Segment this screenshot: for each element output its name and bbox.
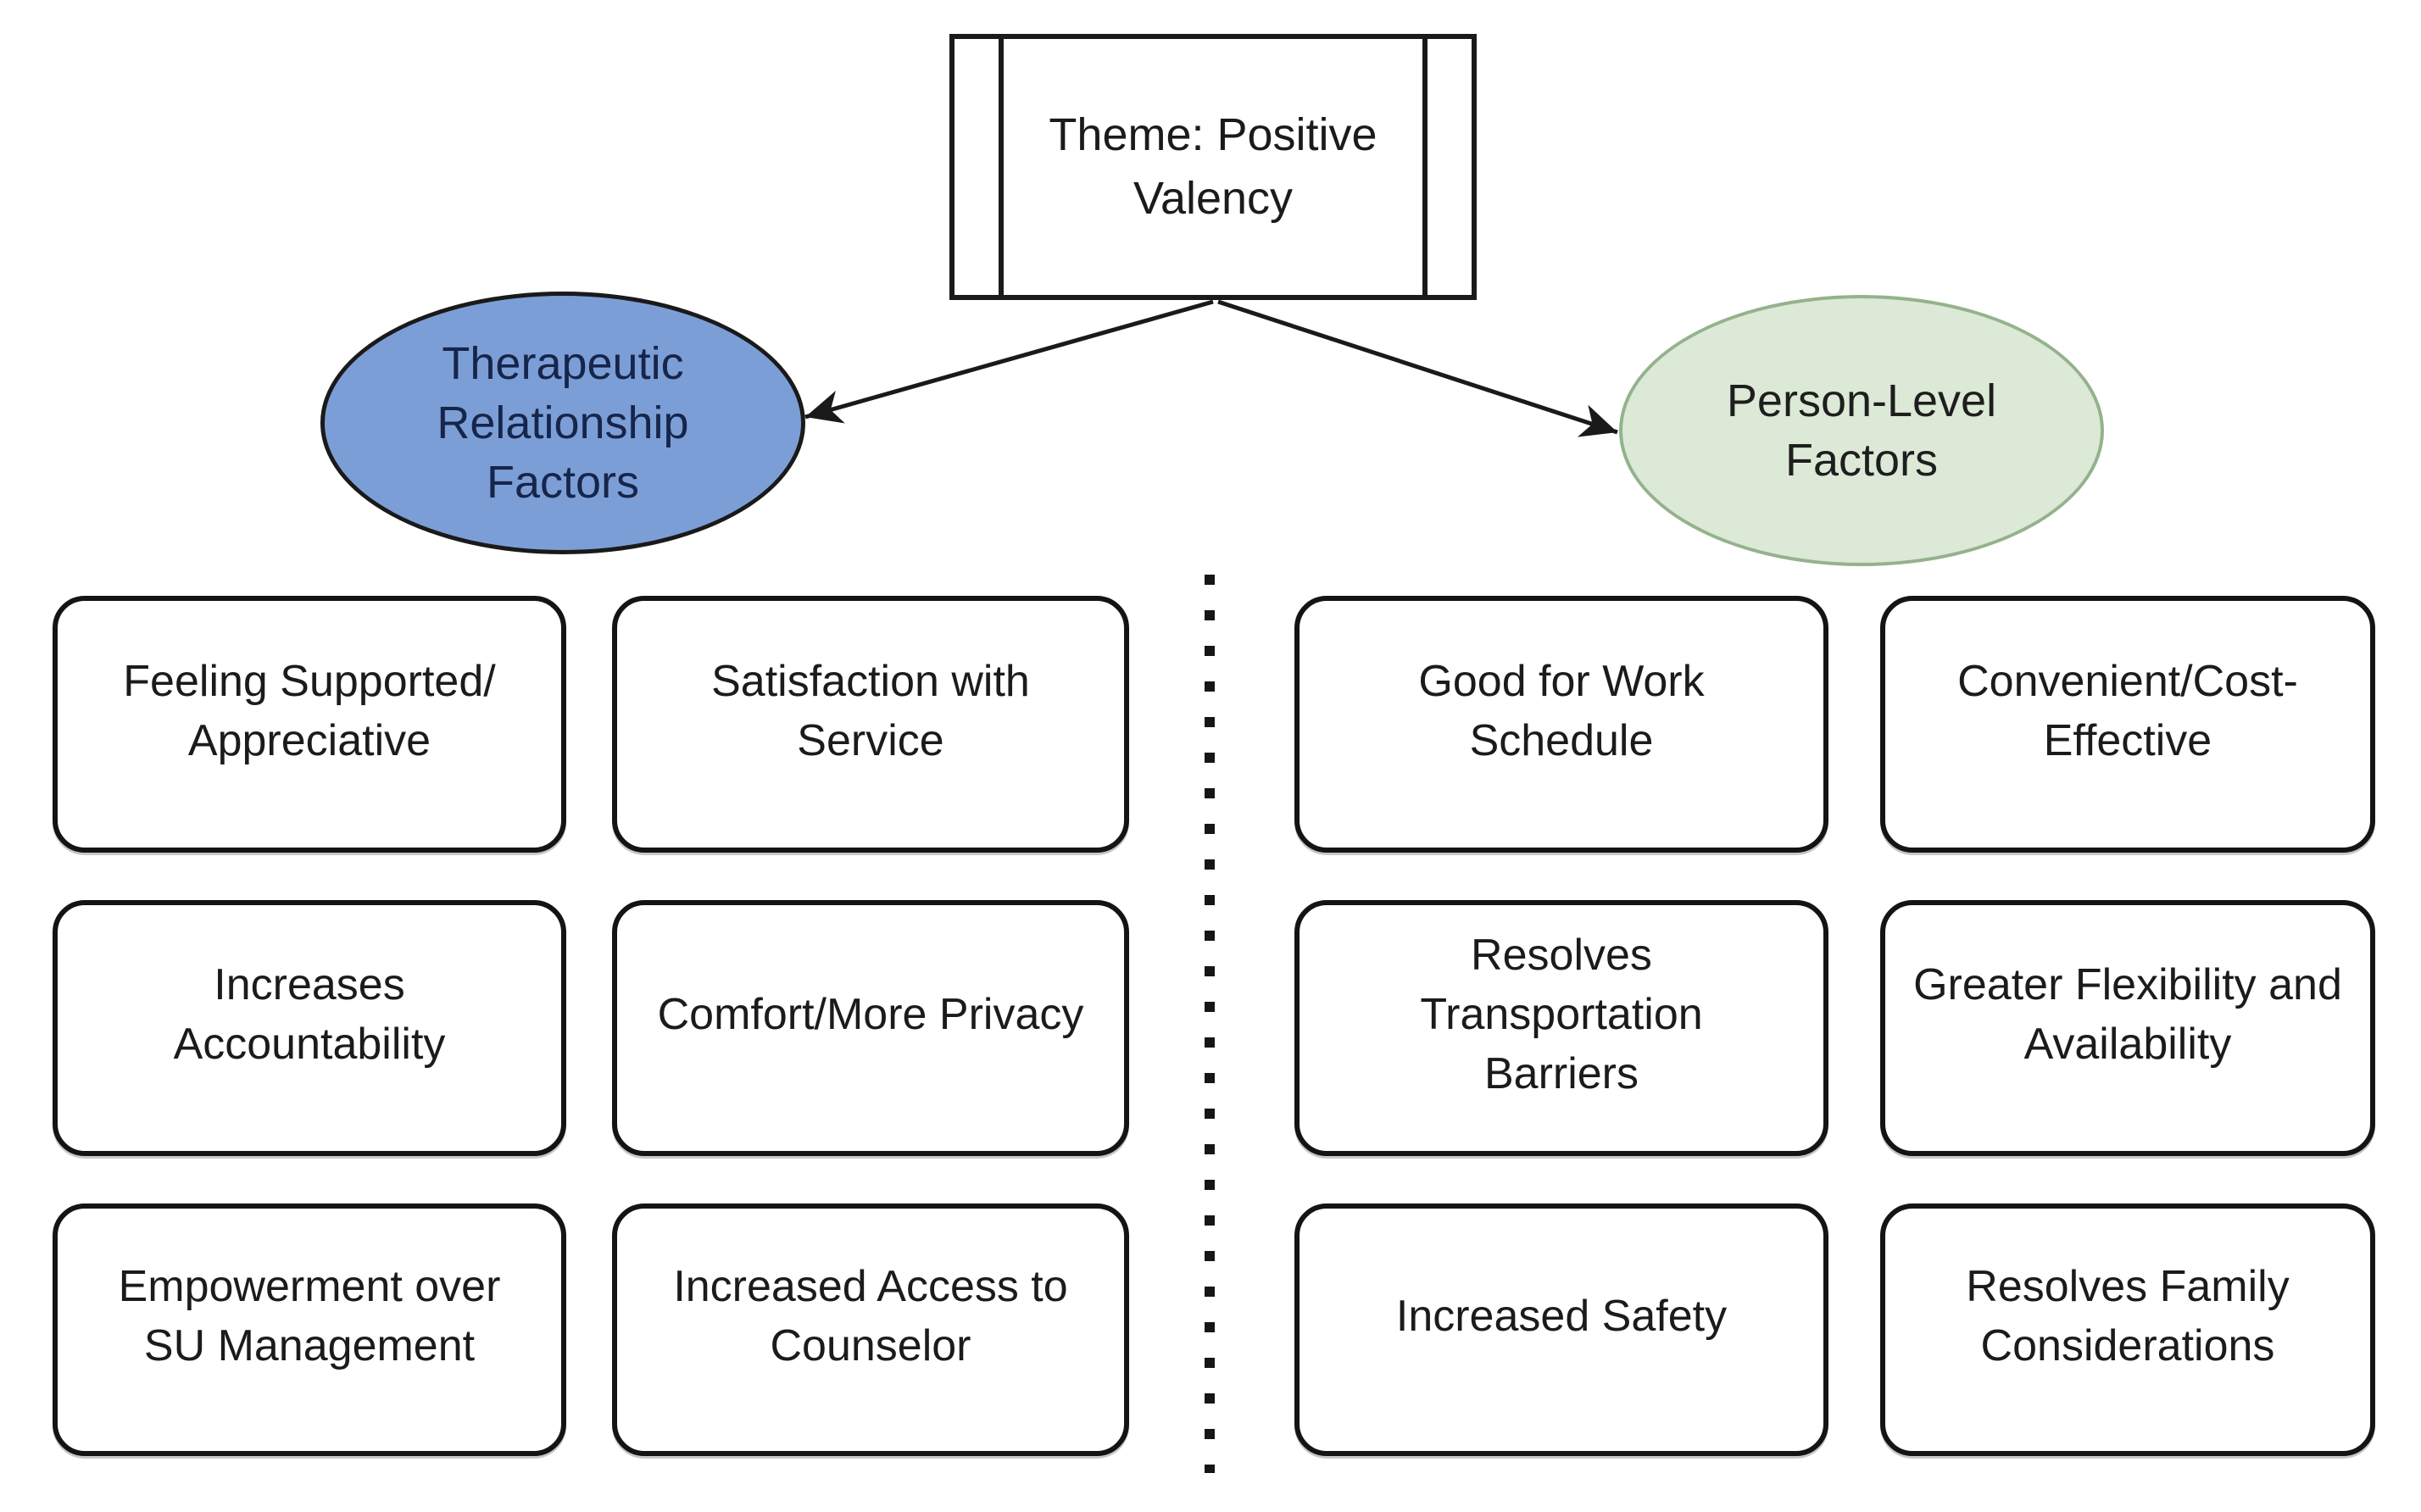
arrow-to-therapeutic-factors	[804, 299, 1214, 424]
factor-greater-flexibility-and-availability: Greater Flexibility and Availability	[1880, 900, 2375, 1156]
factor-resolves-transportation-barriers: Resolves Transportation Barriers	[1294, 900, 1828, 1156]
factor-increased-access-to-counselor: Increased Access to Counselor	[612, 1203, 1129, 1456]
dotted-divider	[1205, 575, 1215, 1473]
category-person-level-factors: Person-Level Factors	[1619, 295, 2104, 566]
factor-good-for-work-schedule: Good for Work Schedule	[1294, 596, 1828, 853]
theme-node: Theme: Positive Valency	[949, 34, 1477, 300]
factor-feeling-supported-appreciative: Feeling Supported/ Appreciative	[53, 596, 566, 853]
theme-node-right-bar	[1422, 39, 1428, 295]
theme-node-left-bar	[999, 39, 1004, 295]
factor-comfort-more-privacy: Comfort/More Privacy	[612, 900, 1129, 1156]
factor-convenient-cost-effective: Convenient/Cost- Effective	[1880, 596, 2375, 853]
category-therapeutic-relationship-factors: Therapeutic Relationship Factors	[320, 292, 805, 554]
category-label: Therapeutic Relationship Factors	[437, 337, 689, 509]
factor-increases-accountability: Increases Accountability	[53, 900, 566, 1156]
arrow-to-person-level-factors	[1217, 299, 1618, 437]
theme-node-label: Theme: Positive Valency	[1049, 109, 1377, 224]
factor-resolves-family-considerations: Resolves Family Considerations	[1880, 1203, 2375, 1456]
factor-empowerment-over-su-management: Empowerment over SU Management	[53, 1203, 566, 1456]
factor-satisfaction-with-service: Satisfaction with Service	[612, 596, 1129, 853]
category-label: Person-Level Factors	[1726, 375, 1997, 486]
factor-increased-safety: Increased Safety	[1294, 1203, 1828, 1456]
